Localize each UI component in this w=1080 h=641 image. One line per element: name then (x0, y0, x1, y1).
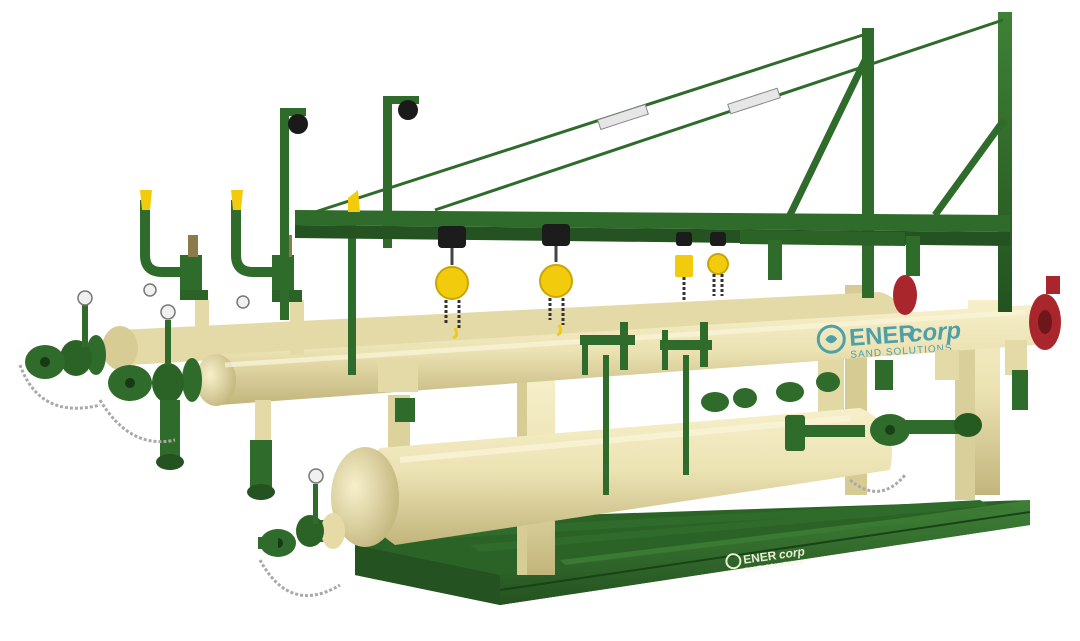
chain-hoists (435, 224, 729, 340)
base-logo: ENER corp SAND SOLUTIONS (725, 544, 806, 574)
vent-pipes-and-relief-valves (140, 190, 302, 309)
left-end-valve-assembly (18, 290, 275, 500)
base-logo-name-italic: corp (778, 544, 806, 561)
vessel-logo-name: ENER (848, 320, 916, 352)
chain-hoist-1 (435, 226, 469, 340)
vessel-top-brackets (580, 322, 712, 495)
upper-nozzles (195, 300, 1027, 440)
lower-left-valve-assembly (258, 468, 345, 598)
overhead-lifting-frame (280, 12, 1012, 375)
vessel-logo-name-italic: corp (908, 317, 962, 348)
base-logo-name: ENER (742, 548, 777, 567)
right-end-red-valve (893, 275, 1061, 350)
chain-hoist-4 (707, 232, 729, 296)
chain-hoist-3 (675, 232, 693, 300)
chain-hoist-2 (539, 224, 573, 337)
rear-valve-cluster (395, 360, 1028, 422)
lower-horizontal-vessel (331, 408, 982, 547)
